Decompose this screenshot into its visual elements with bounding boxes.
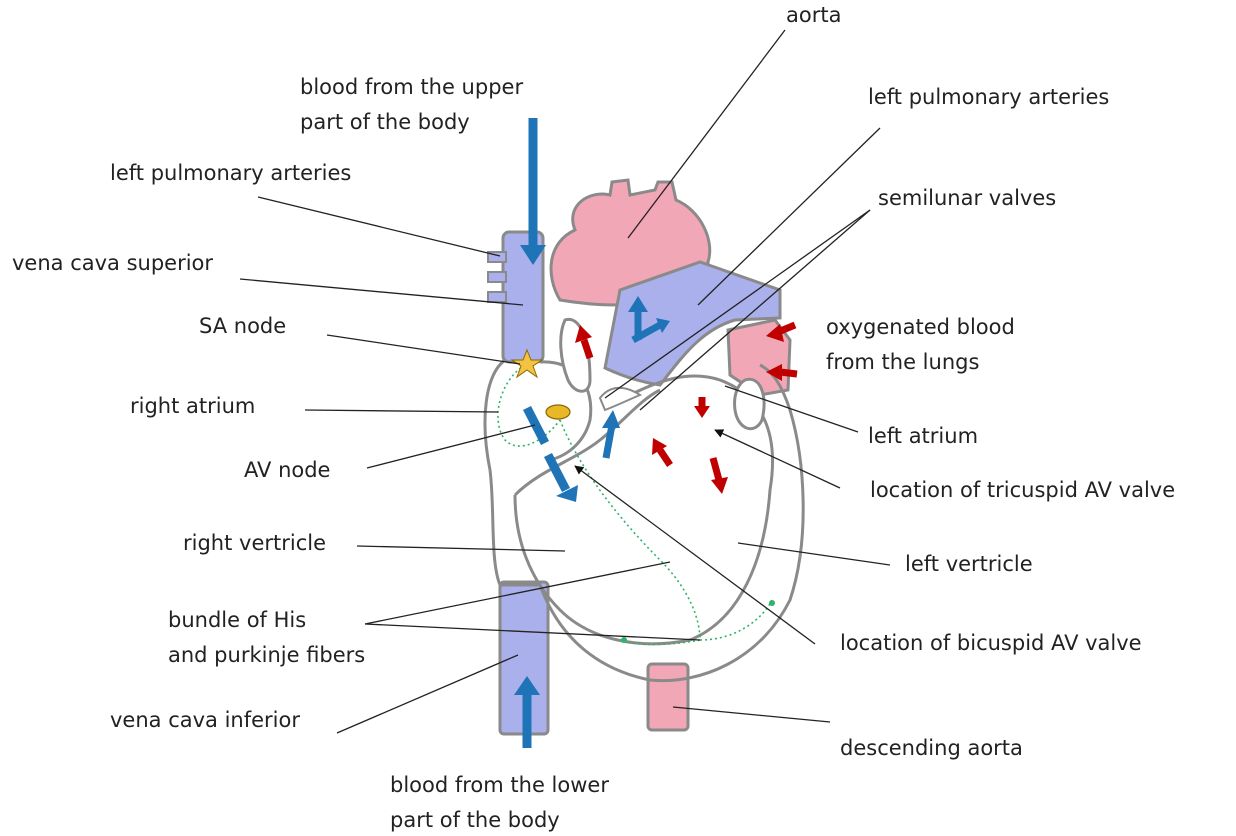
label-bundle-line2: and purkinje fibers [168, 643, 365, 667]
valve-semilunar [600, 388, 640, 410]
label-bundle-line1: bundle of His [168, 608, 306, 632]
label-right-atrium: right atrium [130, 394, 255, 418]
label-right-ventricle: right vertricle [183, 531, 326, 555]
label-left-atrium: left atrium [868, 424, 978, 448]
av-node-marker [546, 405, 570, 419]
label-upper-body-line2: part of the body [300, 110, 470, 134]
leader-lines [240, 30, 890, 733]
label-semilunar-valves: semilunar valves [878, 186, 1056, 210]
label-upper-body-line1: blood from the upper [300, 75, 523, 99]
descending-aorta-vessel [648, 664, 688, 730]
label-descending-aorta: descending aorta [840, 736, 1023, 760]
label-left-pulmonary-arteries-left: left pulmonary arteries [110, 161, 351, 185]
label-vena-cava-superior: vena cava superior [12, 251, 213, 275]
label-aorta: aorta [786, 3, 841, 27]
label-lower-body-line2: part of the body [390, 808, 560, 832]
label-tricuspid-valve: location of tricuspid AV valve [870, 478, 1175, 502]
label-sa-node: SA node [199, 314, 286, 338]
label-lower-body-line1: blood from the lower [390, 773, 609, 797]
label-oxygenated-blood-line1: oxygenated blood [826, 315, 1015, 339]
label-left-pulmonary-arteries-right: left pulmonary arteries [868, 85, 1109, 109]
labels: aorta left pulmonary arteries semilunar … [12, 3, 1175, 832]
label-oxygenated-blood-line2: from the lungs [826, 350, 979, 374]
label-left-ventricle: left vertricle [905, 552, 1033, 576]
label-bicuspid-valve: location of bicuspid AV valve [840, 631, 1142, 655]
label-vena-cava-inferior: vena cava inferior [110, 708, 300, 732]
label-av-node: AV node [244, 458, 330, 482]
